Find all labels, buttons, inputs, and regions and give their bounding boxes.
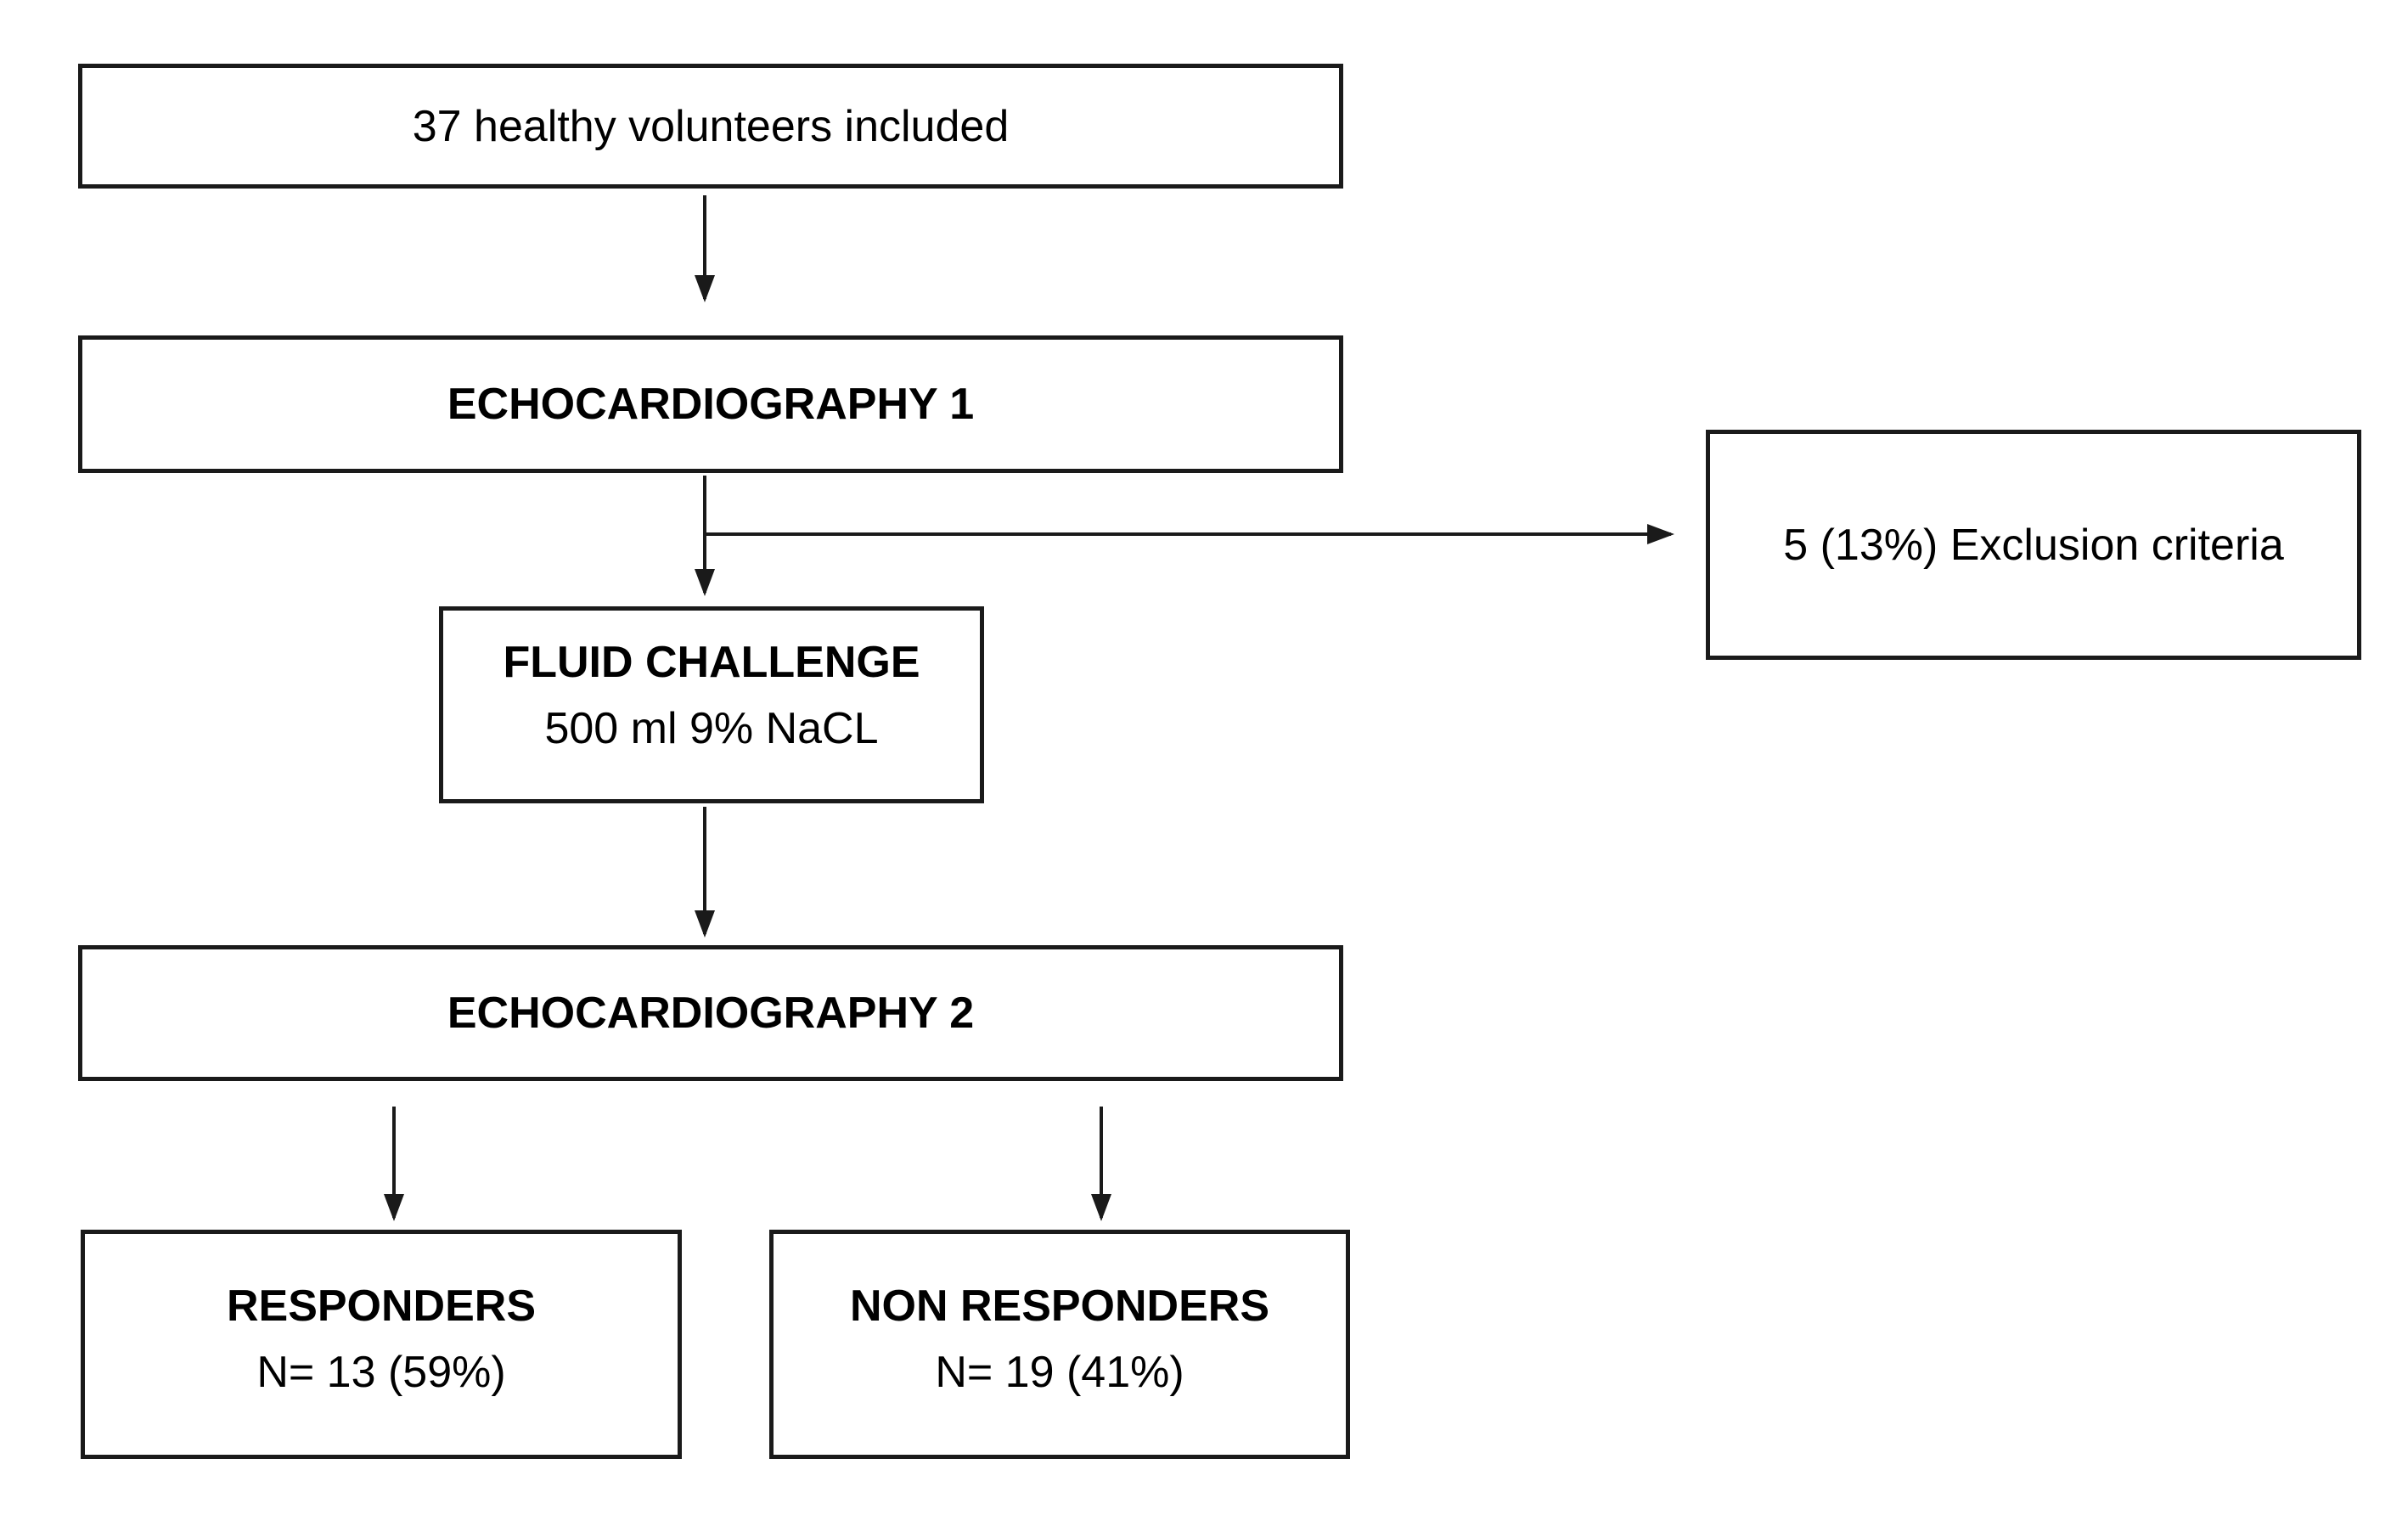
node-responders-title: RESPONDERS [226,1281,537,1331]
node-volunteers-included-label: 37 healthy volunteers included [412,101,1010,151]
node-non-responders-title: NON RESPONDERS [849,1281,1270,1331]
node-non-responders-subtitle: N= 19 (41%) [935,1348,1184,1397]
node-responders-subtitle: N= 13 (59%) [256,1348,506,1397]
node-responders: RESPONDERS N= 13 (59%) [81,1230,682,1459]
node-fluid-challenge: FLUID CHALLENGE 500 ml 9% NaCL [439,606,984,803]
node-volunteers-included: 37 healthy volunteers included [78,64,1343,189]
node-non-responders: NON RESPONDERS N= 19 (41%) [769,1230,1350,1459]
node-echocardiography-2: ECHOCARDIOGRAPHY 2 [78,945,1343,1081]
node-echocardiography-2-label: ECHOCARDIOGRAPHY 2 [447,988,975,1038]
node-exclusion-criteria: 5 (13%) Exclusion criteria [1706,430,2361,660]
node-exclusion-criteria-label: 5 (13%) Exclusion criteria [1783,520,2284,570]
node-echocardiography-1-label: ECHOCARDIOGRAPHY 1 [447,380,975,429]
node-echocardiography-1: ECHOCARDIOGRAPHY 1 [78,335,1343,473]
node-fluid-challenge-title: FLUID CHALLENGE [503,638,920,687]
node-fluid-challenge-subtitle: 500 ml 9% NaCL [544,704,879,753]
